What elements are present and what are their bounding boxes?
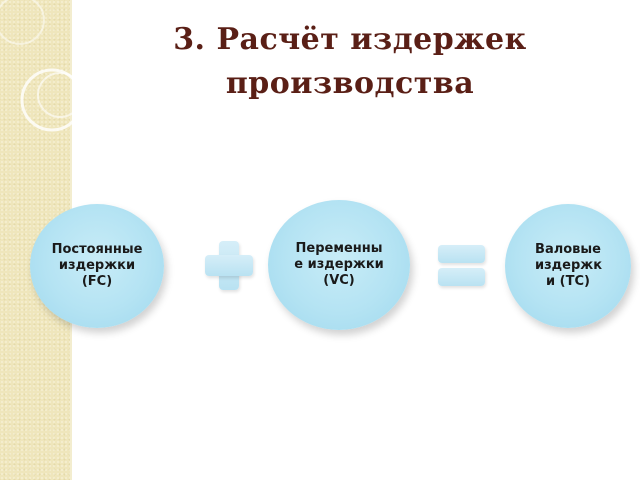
slide-title: 3. Расчёт издержек производства	[80, 18, 620, 106]
fixed-costs-label: Постоянные издержки (FC)	[51, 242, 143, 289]
equals-icon-bottom	[438, 268, 485, 286]
fixed-costs-node: Постоянные издержки (FC)	[30, 204, 164, 328]
title-line-1: 3. Расчёт издержек	[173, 22, 527, 57]
total-costs-node: Валовые издержк и (TC)	[505, 204, 631, 328]
equals-icon	[438, 245, 485, 263]
title-line-2: производства	[225, 66, 475, 101]
variable-costs-node: Переменны е издержки (VC)	[268, 200, 410, 330]
total-costs-label: Валовые издержк и (TC)	[535, 242, 603, 289]
plus-icon	[205, 255, 253, 276]
variable-costs-label: Переменны е издержки (VC)	[294, 241, 384, 288]
decorative-rings-icon	[0, 0, 80, 132]
